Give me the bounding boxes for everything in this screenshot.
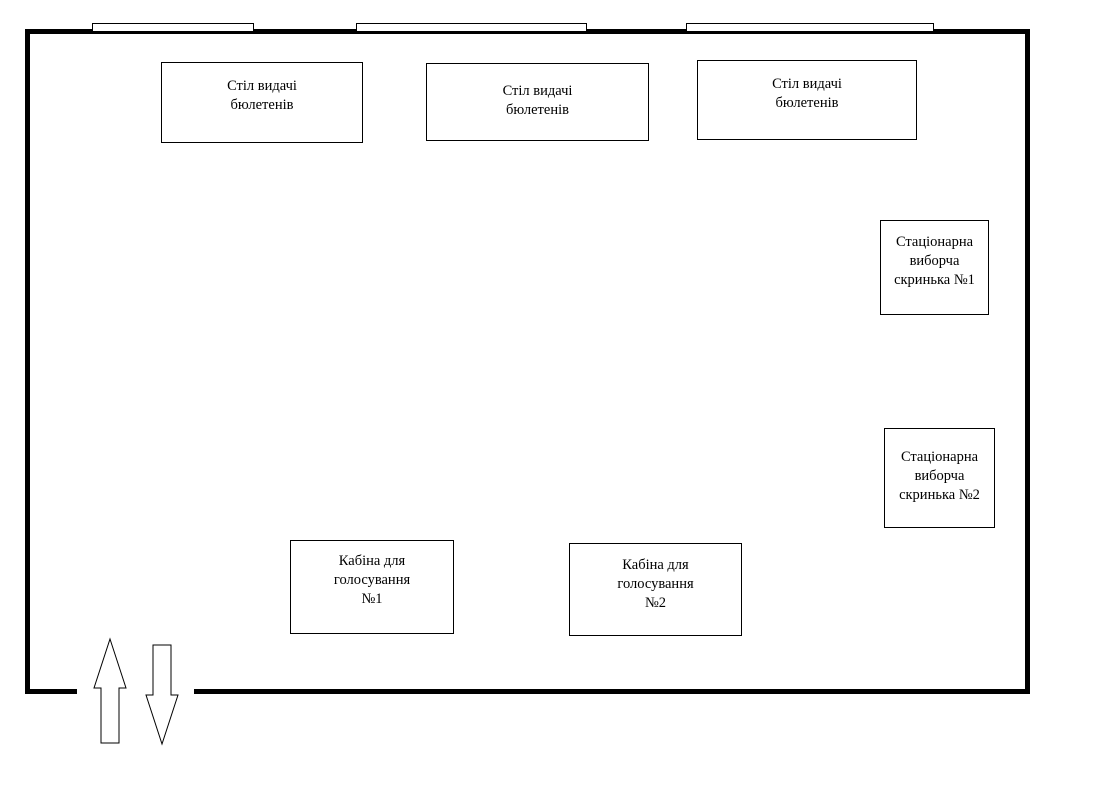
voting-booth-2: Кабіна для голосування №2 — [569, 543, 742, 636]
ballot-box-label: Стаціонарна виборча скринька №2 — [899, 449, 980, 503]
ballot-table-1: Стіл видачі бюлетенів — [161, 62, 363, 143]
voting-booth-label: Кабіна для голосування №2 — [617, 557, 694, 611]
ballot-table-label: Стіл видачі бюлетенів — [227, 78, 297, 113]
ballot-box-1: Стаціонарна виборча скринька №1 — [880, 220, 989, 315]
wall-left — [25, 29, 30, 694]
window-2 — [356, 23, 587, 32]
entry-arrow-up-icon — [93, 637, 127, 744]
ballot-box-2: Стаціонарна виборча скринька №2 — [884, 428, 995, 528]
ballot-table-2: Стіл видачі бюлетенів — [426, 63, 649, 141]
voting-booth-1: Кабіна для голосування №1 — [290, 540, 454, 634]
exit-arrow-down-icon — [145, 644, 179, 746]
window-3 — [686, 23, 934, 32]
ballot-box-label: Стаціонарна виборча скринька №1 — [894, 234, 975, 288]
ballot-table-label: Стіл видачі бюлетенів — [502, 83, 573, 118]
wall-bottom-left — [25, 689, 77, 694]
window-1 — [92, 23, 254, 32]
wall-bottom-right — [194, 689, 1030, 694]
ballot-table-3: Стіл видачі бюлетенів — [697, 60, 917, 140]
wall-right — [1025, 29, 1030, 694]
voting-booth-label: Кабіна для голосування №1 — [333, 553, 411, 607]
ballot-table-label: Стіл видачі бюлетенів — [772, 76, 842, 111]
